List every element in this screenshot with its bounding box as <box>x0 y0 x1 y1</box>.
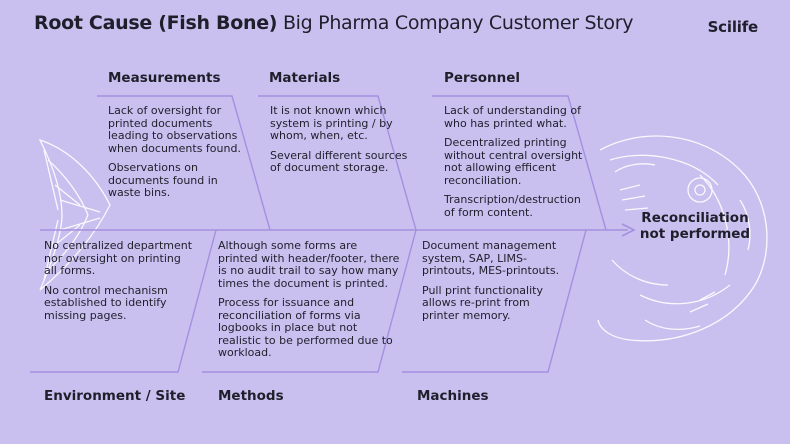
page-title: Root Cause (Fish Bone) Big Pharma Compan… <box>34 12 634 34</box>
environment-causes: No centralized department nor oversight … <box>44 239 194 329</box>
measurements-causes: Lack of oversight for printed documents … <box>108 104 244 207</box>
fishbone-bottom-bones <box>30 229 587 373</box>
effect-line-1: Reconciliation <box>641 210 749 226</box>
effect-label: Reconciliation not performed <box>636 210 754 242</box>
fish-head-sketch <box>597 135 768 342</box>
cause-item: It is not known which system is printing… <box>270 104 393 142</box>
cause-item: Document management system, SAP, LIMS-pr… <box>422 239 560 277</box>
title-rest: Big Pharma Company Customer Story <box>277 12 634 34</box>
category-personnel: Personnel <box>444 70 521 86</box>
cause-item: Process for issuance and reconciliation … <box>218 296 393 359</box>
cause-item: No control mechanism established to iden… <box>44 283 168 322</box>
methods-causes: Although some forms are printed with hea… <box>218 239 400 367</box>
cause-item: Pull print functionality allows re-print… <box>422 283 543 322</box>
category-measurements: Measurements <box>108 70 221 86</box>
cause-item: Lack of understanding of who has printed… <box>444 104 581 130</box>
cause-item: Several different sources of document st… <box>270 148 408 174</box>
cause-item: Decentralized printing without central o… <box>444 136 583 187</box>
category-methods: Methods <box>218 388 284 404</box>
cause-item: Although some forms are printed with hea… <box>218 239 400 290</box>
scilife-logo: Scilife <box>707 18 759 36</box>
title-bold: Root Cause (Fish Bone) <box>34 12 278 34</box>
category-machines: Machines <box>417 388 489 404</box>
materials-causes: It is not known which system is printing… <box>270 104 415 182</box>
fishbone-top-bones <box>97 95 607 231</box>
personnel-causes: Lack of understanding of who has printed… <box>444 104 590 226</box>
cause-item: No centralized department nor oversight … <box>44 239 193 277</box>
cause-item: Lack of oversight for printed documents … <box>108 104 241 155</box>
category-materials: Materials <box>269 70 341 86</box>
fishbone-spine <box>40 223 636 237</box>
cause-item: Transcription/destruction of form conten… <box>444 193 581 219</box>
cause-item: Observations on documents found in waste… <box>108 161 218 199</box>
machines-causes: Document management system, SAP, LIMS-pr… <box>422 239 567 329</box>
category-environment: Environment / Site <box>44 388 186 404</box>
effect-line-2: not performed <box>639 226 751 242</box>
